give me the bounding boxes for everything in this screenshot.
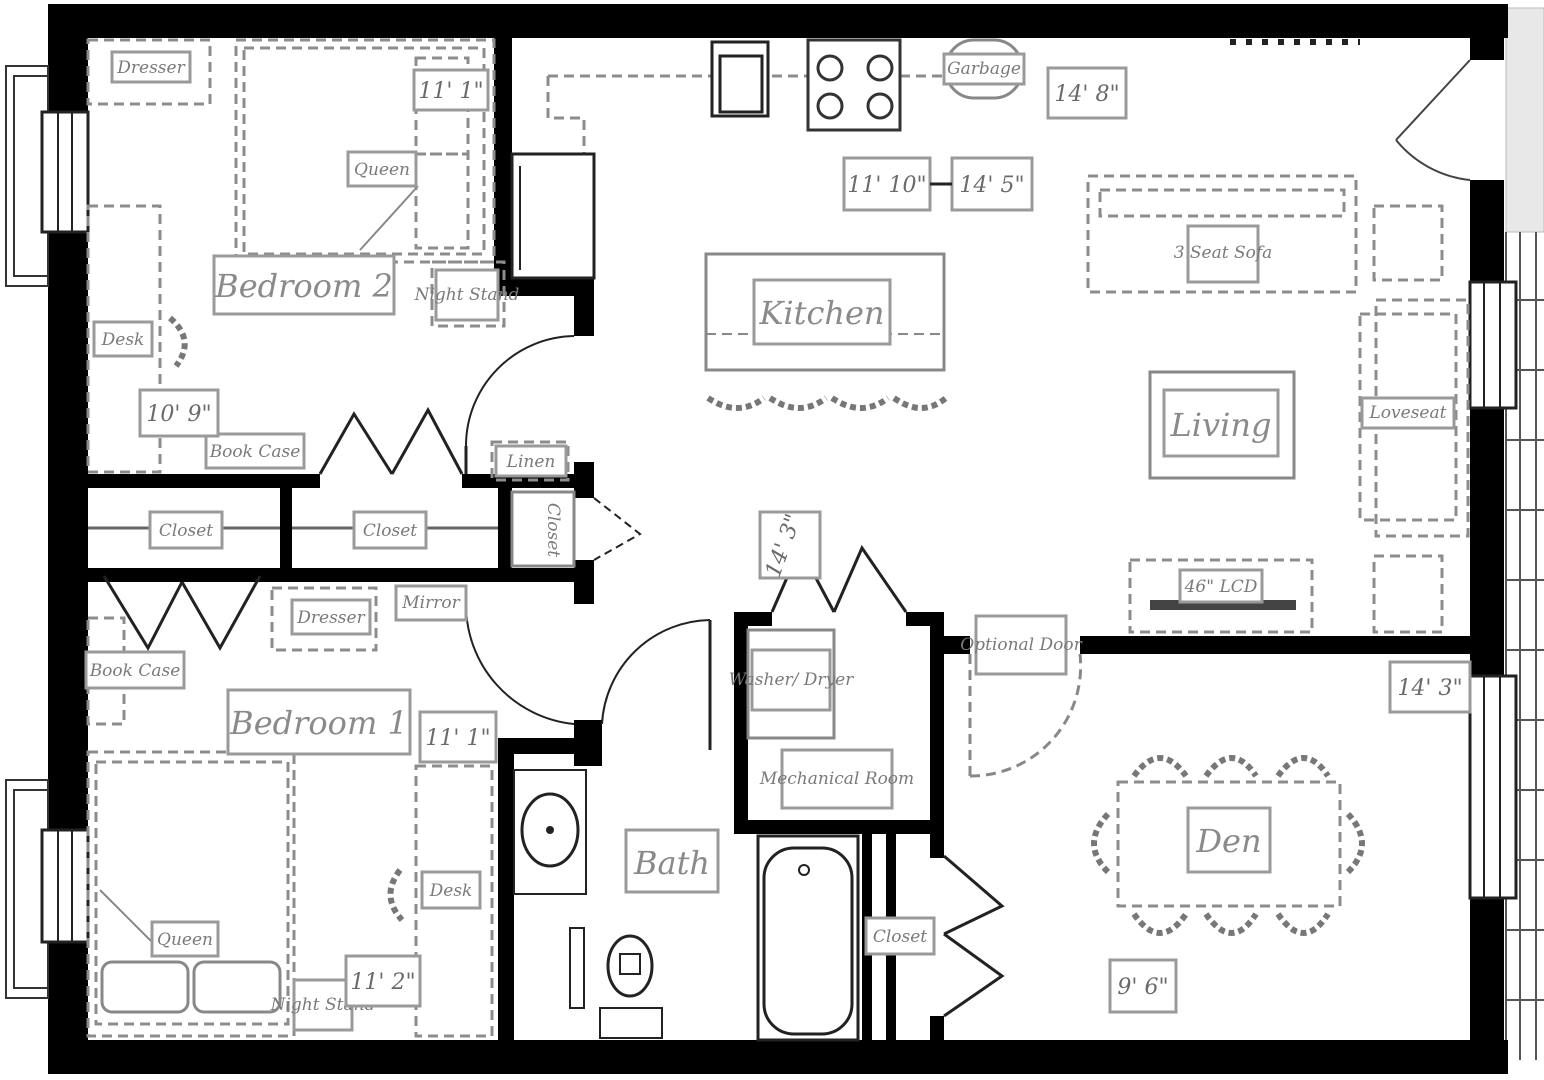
svg-text:14' 8": 14' 8" xyxy=(1054,82,1119,107)
window-right-living xyxy=(1468,280,1518,410)
label-lcd: 46" LCD xyxy=(1178,568,1264,604)
label-book-case-b1: Book Case xyxy=(84,650,186,690)
label-garbage: Garbage xyxy=(942,52,1026,86)
svg-text:Kitchen: Kitchen xyxy=(758,294,884,332)
label-optional-door: Optional Door xyxy=(960,614,1083,676)
svg-text:11' 10": 11' 10" xyxy=(847,173,926,198)
den-furniture xyxy=(1091,755,1365,936)
dim-b1-depth: 11' 2" xyxy=(344,954,422,1008)
room-label-bedroom2: Bedroom 2 xyxy=(212,254,396,316)
svg-text:Mechanical Room: Mechanical Room xyxy=(759,769,914,789)
svg-text:Loveseat: Loveseat xyxy=(1369,403,1447,423)
svg-text:Bedroom 1: Bedroom 1 xyxy=(229,704,408,742)
label-night-stand-b2: Night Stand xyxy=(414,268,520,322)
svg-text:Dresser: Dresser xyxy=(116,58,185,78)
label-linen: Linen xyxy=(494,444,568,478)
svg-text:11' 1": 11' 1" xyxy=(418,79,483,104)
svg-text:Bath: Bath xyxy=(633,844,710,882)
label-mechanical-room: Mechanical Room xyxy=(759,748,914,810)
room-label-living: Living xyxy=(1162,388,1280,458)
svg-text:Desk: Desk xyxy=(101,330,145,350)
svg-text:Desk: Desk xyxy=(429,881,473,901)
dim-den-width: 14' 3" xyxy=(1388,660,1472,714)
bifold-doors-b1 xyxy=(102,575,262,652)
svg-text:Queen: Queen xyxy=(354,160,410,180)
closets xyxy=(88,440,576,568)
kitchen-island xyxy=(704,252,948,411)
label-loveseat: Loveseat xyxy=(1360,396,1456,430)
dim-b2-depth: 10' 9" xyxy=(138,388,220,438)
dim-b1-width: 11' 1" xyxy=(418,710,498,764)
label-closet-left: Closet xyxy=(148,510,224,550)
svg-text:9' 6": 9' 6" xyxy=(1117,975,1168,1000)
swing-doors xyxy=(464,335,712,750)
svg-text:Closet: Closet xyxy=(873,927,927,947)
dim-kitchen-width: 11' 10" xyxy=(842,156,932,212)
dim-kitchen: 14' 8" xyxy=(1046,66,1128,120)
svg-text:Night Stand: Night Stand xyxy=(414,285,520,305)
bath-fixtures xyxy=(513,769,860,1042)
svg-text:Book Case: Book Case xyxy=(209,442,301,462)
bifold-doors-bath-closet xyxy=(943,854,1005,1018)
label-queen-b2: Queen xyxy=(346,150,418,188)
label-closet-right: Closet xyxy=(352,510,428,550)
svg-text:3 Seat Sofa: 3 Seat Sofa xyxy=(1174,243,1273,263)
optional-door-swing xyxy=(968,653,1083,778)
svg-text:11' 1": 11' 1" xyxy=(425,726,490,751)
bedroom2-furniture xyxy=(86,38,506,474)
window-right-den xyxy=(1468,674,1518,900)
svg-text:Garbage: Garbage xyxy=(947,59,1021,79)
label-washer-dryer: Washer/ Dryer xyxy=(729,648,855,712)
label-desk-b2: Desk xyxy=(92,320,154,358)
svg-text:11' 2": 11' 2" xyxy=(350,970,415,995)
svg-text:Den: Den xyxy=(1195,822,1261,860)
svg-text:Bedroom 2: Bedroom 2 xyxy=(214,267,393,305)
svg-text:Closet: Closet xyxy=(543,503,563,557)
room-label-kitchen: Kitchen xyxy=(752,278,892,346)
room-label-den: Den xyxy=(1186,806,1272,874)
svg-text:10' 9": 10' 9" xyxy=(146,402,211,427)
svg-text:Optional Door: Optional Door xyxy=(960,635,1082,655)
dim-living-width: 14' 5" xyxy=(950,156,1034,212)
svg-text:Mirror: Mirror xyxy=(401,593,460,613)
svg-text:Washer/ Dryer: Washer/ Dryer xyxy=(729,670,855,690)
label-book-case-b2: Book Case xyxy=(204,432,306,470)
window-left-top xyxy=(5,65,90,287)
dim-b2-width: 11' 1" xyxy=(412,68,490,112)
svg-text:46" LCD: 46" LCD xyxy=(1184,577,1258,597)
label-sofa: 3 Seat Sofa xyxy=(1174,224,1273,284)
label-desk-b1: Desk xyxy=(420,870,482,910)
label-closet-bath: Closet xyxy=(864,916,936,956)
label-mirror: Mirror xyxy=(394,584,468,622)
bifold-doors-b2 xyxy=(318,406,464,475)
svg-text:Dresser: Dresser xyxy=(296,608,365,628)
svg-text:Queen: Queen xyxy=(157,930,213,950)
window-left-bottom xyxy=(5,779,90,999)
label-dresser-b1: Dresser xyxy=(290,598,372,636)
exterior-stone xyxy=(1505,7,1544,233)
svg-text:14' 3": 14' 3" xyxy=(1397,676,1462,701)
svg-text:Closet: Closet xyxy=(363,521,417,541)
bedroom1-furniture xyxy=(86,586,494,1038)
room-label-bath: Bath xyxy=(624,828,720,894)
svg-text:14' 5": 14' 5" xyxy=(959,173,1024,198)
entry-door xyxy=(1395,59,1471,181)
label-queen-b1: Queen xyxy=(150,920,220,958)
dim-den-depth: 9' 6" xyxy=(1108,958,1178,1014)
dim-hall: 14' 3" xyxy=(758,510,822,581)
svg-text:Book Case: Book Case xyxy=(89,661,181,681)
room-label-bedroom1: Bedroom 1 xyxy=(226,688,412,756)
svg-text:Living: Living xyxy=(1170,406,1272,444)
svg-text:Linen: Linen xyxy=(506,452,556,472)
label-dresser-b2: Dresser xyxy=(110,50,192,84)
label-closet-small: Closet xyxy=(543,503,563,557)
svg-text:Closet: Closet xyxy=(159,521,213,541)
